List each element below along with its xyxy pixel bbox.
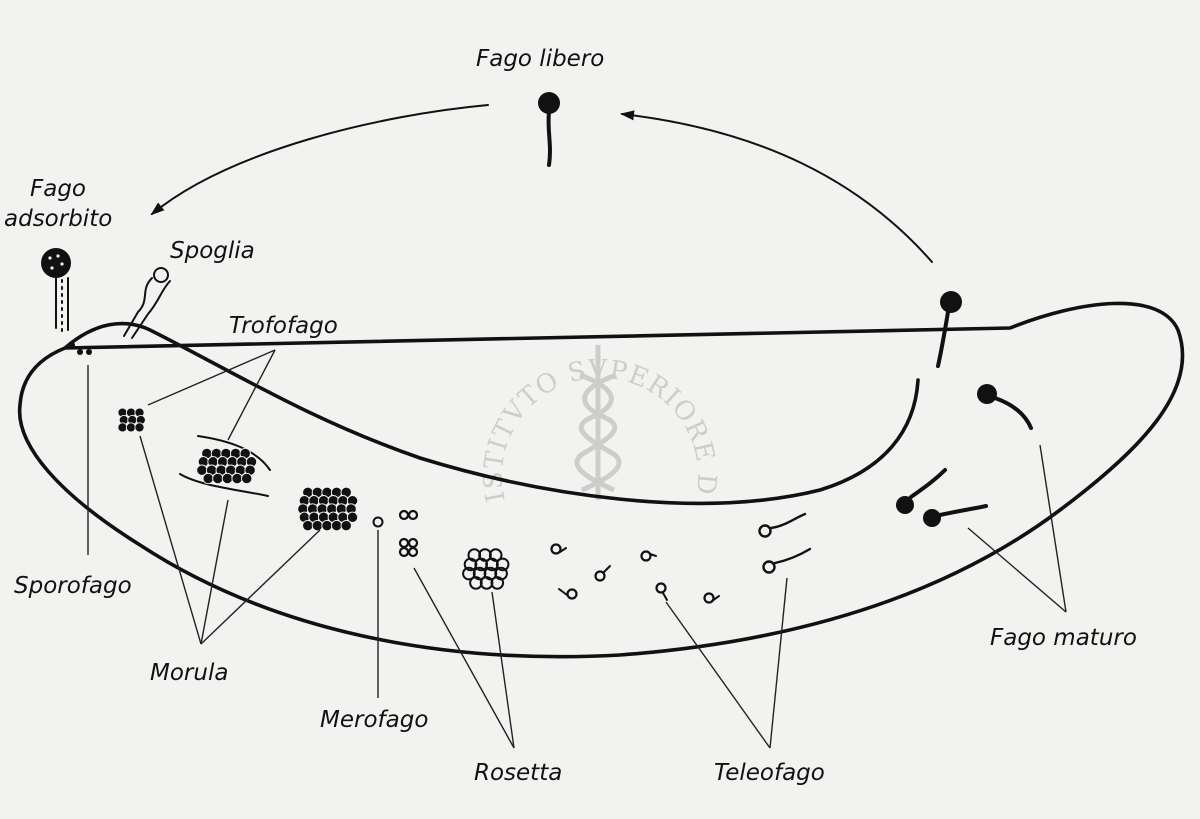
label-fago-libero: Fago libero — [476, 46, 604, 72]
label-fago-adsorbito-line2: adsorbito — [4, 206, 112, 232]
labels: Fago libero Fago adsorbito Spoglia Trofo… — [4, 46, 1137, 786]
trofofago-cluster — [179, 435, 271, 497]
watermark: ISTITVTO SVPERIORE DI SANITÀ — [0, 0, 720, 505]
particle — [340, 519, 352, 532]
teleofago-particles — [550, 512, 812, 604]
spoglia-coat — [123, 267, 171, 339]
particle — [212, 472, 224, 485]
particle — [202, 472, 214, 485]
free-phage — [538, 92, 560, 167]
particle — [134, 422, 145, 433]
particle — [117, 422, 128, 433]
particle — [330, 519, 343, 532]
label-sporofago: Sporofago — [14, 573, 132, 599]
morula-small — [117, 407, 146, 433]
pointer-lines — [87, 349, 1067, 749]
particle — [231, 472, 243, 485]
label-teleofago: Teleofago — [714, 760, 825, 786]
adsorbed-phage — [41, 248, 92, 355]
label-merofago: Merofago — [320, 707, 428, 733]
rosetta-cluster — [462, 548, 510, 590]
cycle-arrows — [150, 104, 933, 263]
particle — [311, 519, 324, 532]
particle — [321, 519, 333, 532]
morula-large — [297, 486, 359, 532]
particle — [495, 557, 510, 572]
rosetta-small — [398, 509, 419, 558]
label-fago-adsorbito-line1: Fago — [30, 176, 86, 202]
particle — [302, 519, 314, 532]
label-morula: Morula — [150, 660, 228, 686]
bacterium — [17, 301, 1185, 659]
arrow-to-free — [620, 110, 933, 263]
watermark-emblem-icon — [574, 345, 622, 500]
merofago-particle — [372, 516, 384, 528]
particle — [241, 472, 253, 485]
particle — [221, 472, 234, 485]
arrow-to-adsorbed — [150, 104, 489, 216]
label-spoglia: Spoglia — [170, 238, 255, 264]
particle — [490, 576, 505, 590]
label-trofofago: Trofofago — [229, 313, 338, 339]
label-rosetta: Rosetta — [474, 760, 562, 786]
label-fago-maturo: Fago maturo — [990, 625, 1137, 651]
particle — [125, 422, 137, 433]
bacterium-outline — [17, 301, 1185, 659]
mature-phages — [896, 291, 1033, 527]
particle — [346, 511, 359, 523]
